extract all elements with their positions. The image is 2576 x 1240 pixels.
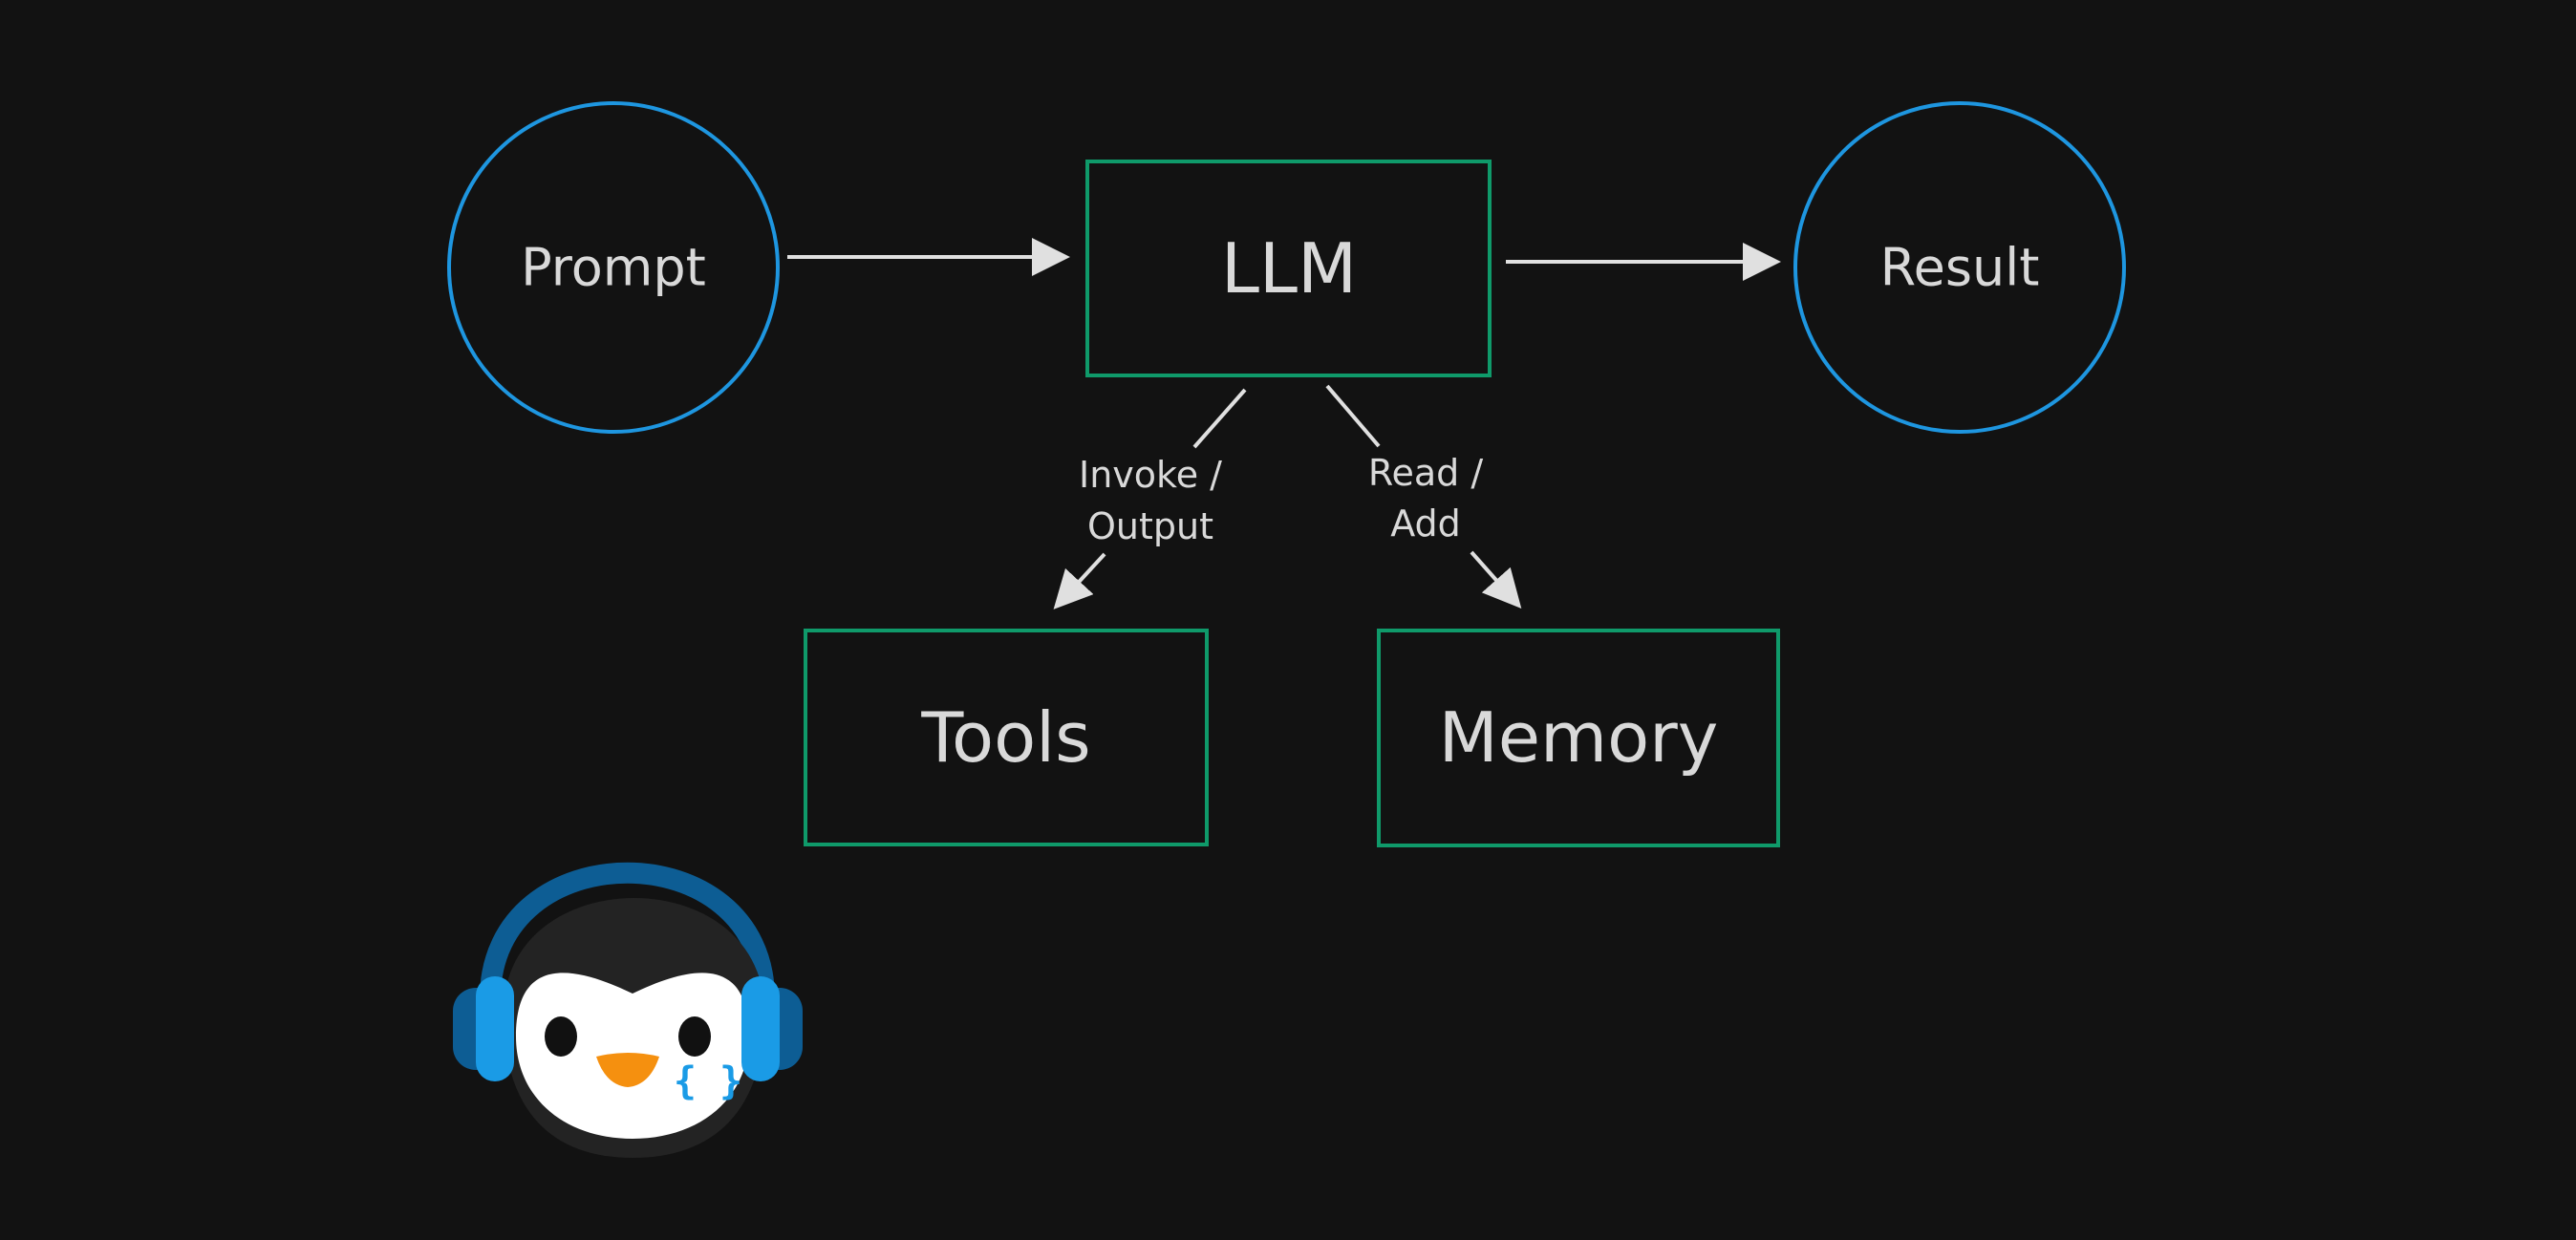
penguin-left-eye [545,1016,577,1057]
prompt-node: Prompt [447,101,780,434]
result-label: Result [1880,238,2040,298]
edge-tools-arrow [1053,552,1106,609]
prompt-circle [447,101,780,434]
edge-memory-label-line1: Read / [1368,452,1484,494]
edge-memory-label-line2: Add [1390,502,1461,545]
tools-label: Tools [920,697,1090,778]
headband-shape [480,862,775,1009]
edge-llm-to-memory: Read / Add [1325,384,1522,609]
code-braces-badge: { } [674,1059,742,1103]
prompt-label: Prompt [521,238,706,298]
memory-label: Memory [1439,697,1719,778]
result-node: Result [1793,101,2126,434]
edge-memory-arrow [1470,550,1522,609]
edge-tools-label-line2: Output [1087,505,1213,547]
penguin-beak [596,1053,659,1087]
edge-tools-upper-segment [1192,388,1247,449]
memory-box [1377,629,1780,847]
tools-node: Tools [804,629,1209,846]
edge-memory-upper-segment [1325,384,1381,448]
llm-node: LLM [1085,160,1492,377]
result-circle [1793,101,2126,434]
tools-box [804,629,1209,846]
llm-label: LLM [1221,228,1357,309]
edge-tools-label-line1: Invoke / [1079,454,1222,496]
edge-llm-to-tools: Invoke / Output [1053,388,1247,609]
left-earcup-inner [476,976,514,1081]
penguin-headphones-icon: { } [453,862,803,1158]
llm-box [1085,160,1492,377]
memory-node: Memory [1377,629,1780,847]
right-earcup-inner [741,976,780,1081]
penguin-right-eye [678,1016,711,1057]
